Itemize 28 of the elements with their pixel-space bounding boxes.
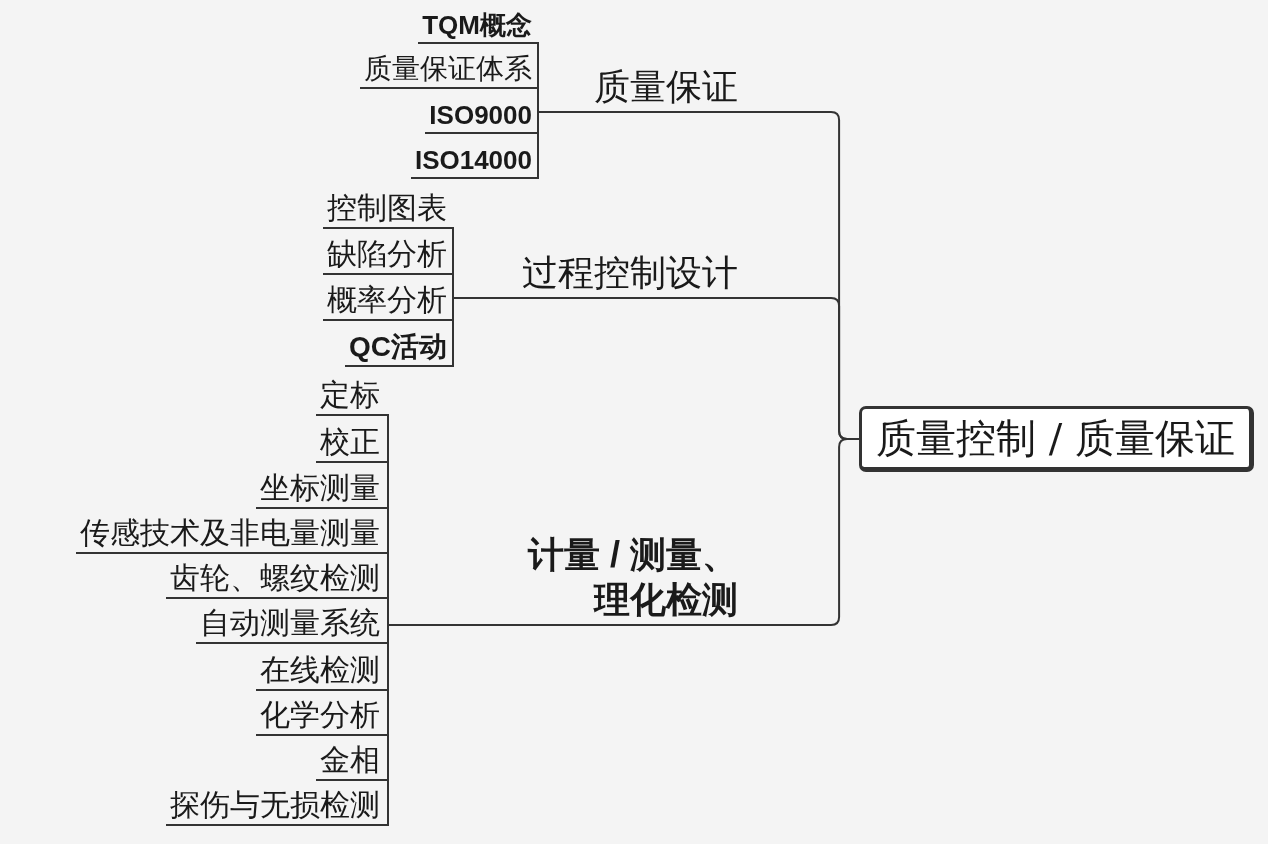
- connector-line: [383, 624, 389, 826]
- subtopic-label: 在线检测: [256, 650, 384, 691]
- connector-line: [535, 87, 539, 113]
- subtopic-label: 齿轮、螺纹检测: [166, 558, 384, 599]
- subtopic-label: 定标: [316, 375, 384, 416]
- root-topic-box: 质量控制 / 质量保证: [859, 406, 1254, 472]
- subtopic-label: 质量保证体系: [360, 51, 536, 89]
- subtopic-label: ISO14000: [410, 143, 536, 179]
- subtopic-label: 概率分析: [323, 280, 451, 321]
- subtopic-label: 控制图表: [323, 188, 451, 229]
- connector-line: [450, 297, 454, 367]
- connector-line: [383, 597, 389, 626]
- branch-topic: 计量 / 测量、理化检测: [388, 532, 742, 626]
- subtopic-label: 缺陷分析: [323, 234, 451, 275]
- connector-line: [535, 111, 539, 179]
- subtopic-label: 金相: [316, 740, 384, 781]
- subtopic-label: TQM概念: [418, 8, 536, 44]
- subtopic-label: 自动测量系统: [196, 603, 384, 644]
- subtopic-label: QC活动: [345, 329, 451, 367]
- branch-topic: 质量保证: [538, 64, 742, 113]
- subtopic-label: 探伤与无损检测: [166, 785, 384, 826]
- branch-topic: 过程控制设计: [453, 250, 742, 299]
- subtopic-label: 传感技术及非电量测量: [76, 513, 384, 554]
- connector-line: [450, 273, 454, 299]
- subtopic-label: 坐标测量: [256, 468, 384, 509]
- subtopic-label: ISO9000: [425, 98, 536, 134]
- subtopic-label: 校正: [316, 422, 384, 463]
- subtopic-label: 化学分析: [256, 695, 384, 736]
